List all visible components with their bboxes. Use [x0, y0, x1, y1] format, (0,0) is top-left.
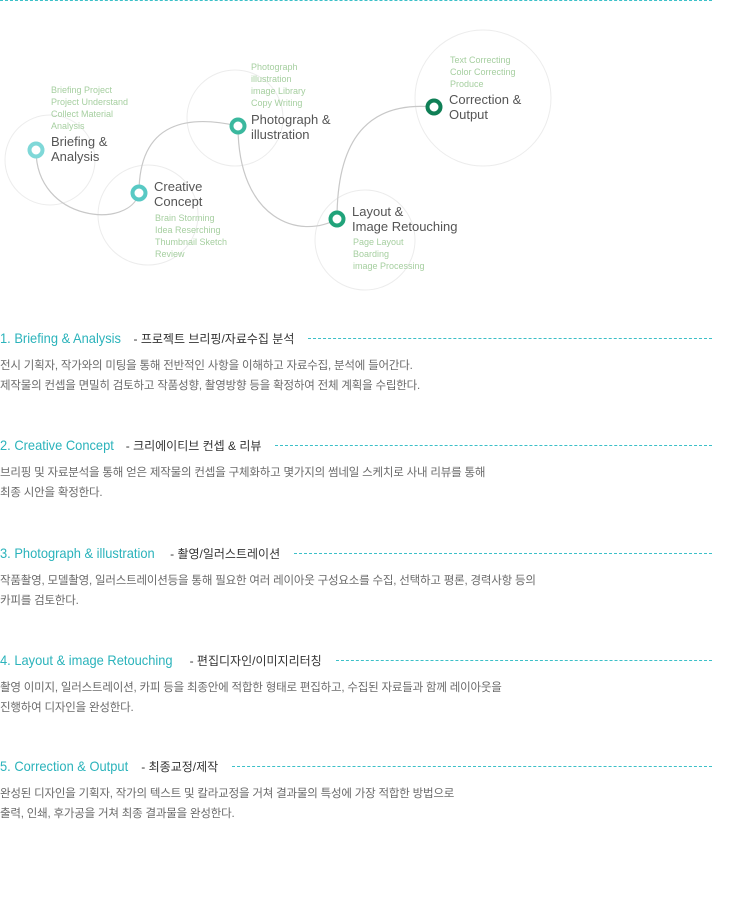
- top-dashed-rule: [0, 0, 712, 1]
- section-dashed-rule: [232, 765, 712, 767]
- section-subtitle: - 프로젝트 브리핑/자료수집 분석: [133, 331, 295, 346]
- section-photograph: 3. Photograph & illustration - 촬영/일러스트레이…: [0, 543, 712, 611]
- bg-circle-layout: [314, 189, 416, 291]
- step-sub-label: Text Correcting: [450, 55, 511, 65]
- step-title: Image Retouching: [352, 219, 458, 234]
- step-marker-concept: [130, 184, 148, 202]
- bg-circle-photograph: [186, 69, 284, 167]
- section-header: 3. Photograph & illustration - 촬영/일러스트레이…: [0, 543, 712, 563]
- section-body: 작품촬영, 모델촬영, 일러스트레이션등을 통해 필요한 여러 레이아웃 구성요…: [0, 571, 712, 611]
- body-line: 최종 시안을 확정한다.: [0, 487, 103, 499]
- section-title: 1. Briefing & Analysis: [0, 330, 121, 346]
- section-body: 촬영 이미지, 일러스트레이션, 카피 등을 최종안에 적합한 형태로 편집하고…: [0, 678, 712, 718]
- step-title: Concept: [154, 194, 203, 209]
- step-sub-label: Photograph: [251, 62, 298, 72]
- step-marker-layout: [328, 210, 346, 228]
- step-sub-label: Thumbnail Sketch: [155, 237, 227, 247]
- section-dashed-rule: [294, 552, 712, 554]
- bg-circle-briefing: [4, 114, 96, 206]
- process-diagram: Briefing Project Project Understand Coll…: [4, 29, 552, 291]
- step-sub-label: Briefing Project: [51, 85, 113, 95]
- step-title: Briefing &: [51, 134, 108, 149]
- step-title: Output: [449, 107, 488, 122]
- section-briefing: 1. Briefing & Analysis - 프로젝트 브리핑/자료수집 분…: [0, 328, 712, 396]
- section-dashed-rule: [275, 444, 712, 446]
- section-header: 1. Briefing & Analysis - 프로젝트 브리핑/자료수집 분…: [0, 328, 712, 348]
- section-header: 4. Layout & image Retouching - 편집디자인/이미지…: [0, 650, 712, 670]
- step-marker-correction: [425, 98, 443, 116]
- body-line: 제작물의 컨셉을 면밀히 검토하고 작품성향, 촬영방향 등을 확정하여 전체 …: [0, 380, 420, 392]
- step-sub-label: Color Correcting: [450, 67, 516, 77]
- section-title: 5. Correction & Output: [0, 758, 129, 774]
- step-title: Correction &: [449, 92, 522, 107]
- body-line: 출력, 인쇄, 후가공을 거쳐 최종 결과물을 완성한다.: [0, 808, 235, 820]
- section-title: 4. Layout & image Retouching: [0, 652, 173, 668]
- body-line: 진행하여 디자인을 완성한다.: [0, 702, 134, 714]
- section-concept: 2. Creative Concept - 크리에이티브 컨셉 & 리뷰 브리핑…: [0, 435, 712, 503]
- section-subtitle: - 크리에이티브 컨셉 & 리뷰: [125, 438, 262, 453]
- step-sub-label: Idea Reserching: [155, 225, 221, 235]
- body-line: 작품촬영, 모델촬영, 일러스트레이션등을 통해 필요한 여러 레이아웃 구성요…: [0, 575, 536, 587]
- step-sub-label: image Processing: [353, 261, 425, 271]
- step-title: Photograph &: [251, 112, 331, 127]
- step-title: Creative: [154, 179, 202, 194]
- step-briefing: Briefing Project Project Understand Coll…: [27, 85, 128, 164]
- section-layout: 4. Layout & image Retouching - 편집디자인/이미지…: [0, 650, 712, 718]
- step-marker-briefing: [27, 141, 45, 159]
- section-body: 전시 기획자, 작가와의 미팅을 통해 전반적인 사항을 이해하고 자료수집, …: [0, 356, 712, 396]
- step-sub-label: Boarding: [353, 249, 389, 259]
- step-sub-label: illustration: [251, 74, 292, 84]
- section-dashed-rule: [308, 337, 712, 339]
- step-sub-label: Copy Writing: [251, 98, 302, 108]
- body-line: 카피를 검토한다.: [0, 595, 79, 607]
- step-sub-label: Produce: [450, 79, 484, 89]
- step-sub-label: Review: [155, 249, 185, 259]
- section-title: 3. Photograph & illustration: [0, 545, 155, 561]
- step-title: Analysis: [51, 149, 100, 164]
- step-marker-photograph: [229, 117, 247, 135]
- step-sub-label: Collect Material: [51, 109, 113, 119]
- section-title: 2. Creative Concept: [0, 437, 114, 453]
- section-correction: 5. Correction & Output - 최종교정/제작 완성된 디자인…: [0, 756, 712, 824]
- step-sub-label: image Library: [251, 86, 306, 96]
- section-header: 5. Correction & Output - 최종교정/제작: [0, 756, 712, 776]
- step-photograph: Photograph illustration image Library Co…: [229, 62, 331, 142]
- step-sub-label: Analysis: [51, 121, 85, 131]
- step-concept: Creative Concept Brain Storming Idea Res…: [130, 179, 227, 259]
- step-layout: Layout & Image Retouching Page Layout Bo…: [328, 204, 458, 271]
- step-sub-label: Project Understand: [51, 97, 128, 107]
- step-sub-label: Page Layout: [353, 237, 404, 247]
- section-subtitle: - 촬영/일러스트레이션: [170, 546, 281, 561]
- section-dashed-rule: [335, 659, 712, 661]
- section-subtitle: - 편집디자인/이미지리터칭: [189, 653, 322, 668]
- step-title: illustration: [251, 127, 310, 142]
- step-correction: Text Correcting Color Correcting Produce…: [425, 55, 522, 122]
- section-body: 브리핑 및 자료분석을 통해 얻은 제작물의 컨셉을 구체화하고 몇가지의 썸네…: [0, 463, 712, 503]
- body-line: 촬영 이미지, 일러스트레이션, 카피 등을 최종안에 적합한 형태로 편집하고…: [0, 682, 502, 694]
- step-sub-label: Brain Storming: [155, 213, 215, 223]
- step-title: Layout &: [352, 204, 404, 219]
- section-subtitle: - 최종교정/제작: [141, 759, 219, 774]
- body-line: 전시 기획자, 작가와의 미팅을 통해 전반적인 사항을 이해하고 자료수집, …: [0, 360, 413, 372]
- body-line: 브리핑 및 자료분석을 통해 얻은 제작물의 컨셉을 구체화하고 몇가지의 썸네…: [0, 467, 486, 479]
- section-body: 완성된 디자인을 기획자, 작가의 텍스트 및 칼라교정을 거쳐 결과물의 특성…: [0, 784, 712, 824]
- body-line: 완성된 디자인을 기획자, 작가의 텍스트 및 칼라교정을 거쳐 결과물의 특성…: [0, 788, 455, 800]
- section-header: 2. Creative Concept - 크리에이티브 컨셉 & 리뷰: [0, 435, 712, 455]
- bg-circle-correction: [414, 29, 552, 167]
